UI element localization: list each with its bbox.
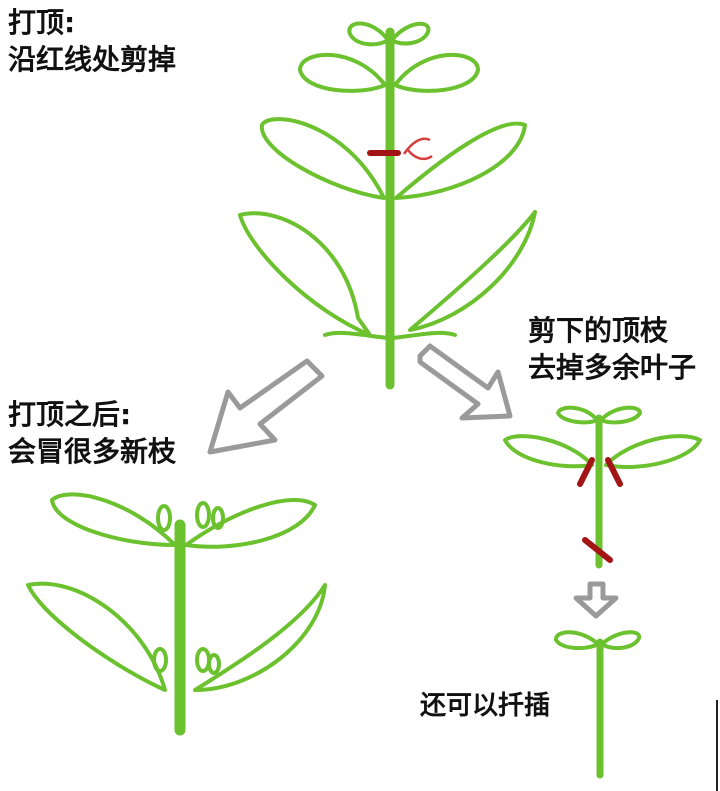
leaf-petiole (390, 330, 457, 340)
arrow-to-cut-branch (417, 343, 513, 421)
after-topping-leaf (184, 497, 317, 549)
main-leaf (408, 210, 537, 332)
main-leaf (394, 121, 527, 200)
cut-branch-description: 去掉多余叶子 (528, 351, 697, 384)
after-topping-leaf (193, 583, 327, 692)
new-shoot (211, 506, 225, 530)
topping-caption: 打顶: 沿红线处剪掉 (8, 4, 176, 78)
cut-branch-leaf (604, 434, 702, 469)
after-topping-description: 会冒很多新枝 (8, 435, 177, 468)
after-topping-plant (26, 492, 327, 736)
main-leaf (259, 117, 386, 200)
after-topping-leaf (50, 492, 177, 547)
main-plant (238, 21, 537, 390)
new-shoot (195, 501, 211, 529)
cut-line (582, 537, 613, 563)
new-shoot (207, 653, 221, 675)
main-leaf (347, 21, 390, 47)
main-leaf (390, 21, 431, 46)
leaf-petiole (323, 330, 390, 340)
cut-branch-title: 剪下的顶枝 (528, 314, 669, 347)
main-leaf (298, 52, 387, 93)
new-shoot (156, 504, 172, 532)
main-leaf (238, 211, 372, 337)
topping-description: 沿红线处剪掉 (8, 43, 177, 76)
cutting-note: 还可以扦插 (420, 691, 551, 721)
arrow-down (573, 581, 619, 619)
new-shoot (152, 647, 168, 673)
cut-line (577, 457, 595, 487)
cutting-leaf (554, 630, 600, 651)
after-topping-caption: 打顶之后: 会冒很多新枝 (8, 396, 176, 470)
cut-branch (503, 405, 702, 569)
cut-branch-caption: 剪下的顶枝 去掉多余叶子 (528, 312, 696, 386)
main-leaf (393, 52, 480, 93)
new-shoot (195, 647, 211, 673)
after-topping-leaf (26, 581, 167, 692)
cut-line (605, 457, 623, 487)
cut-branch-leaf (556, 405, 599, 425)
scissors-icon (402, 137, 433, 161)
cut-branch-leaf (599, 405, 642, 425)
cutting (554, 630, 642, 779)
cut-line-mark (367, 137, 433, 161)
after-topping-title: 打顶之后: (8, 398, 132, 431)
arrow-to-after-topping (207, 358, 325, 455)
topping-title: 打顶: (8, 6, 76, 39)
cut-branch-leaf (503, 434, 594, 469)
cutting-leaf (600, 630, 642, 651)
